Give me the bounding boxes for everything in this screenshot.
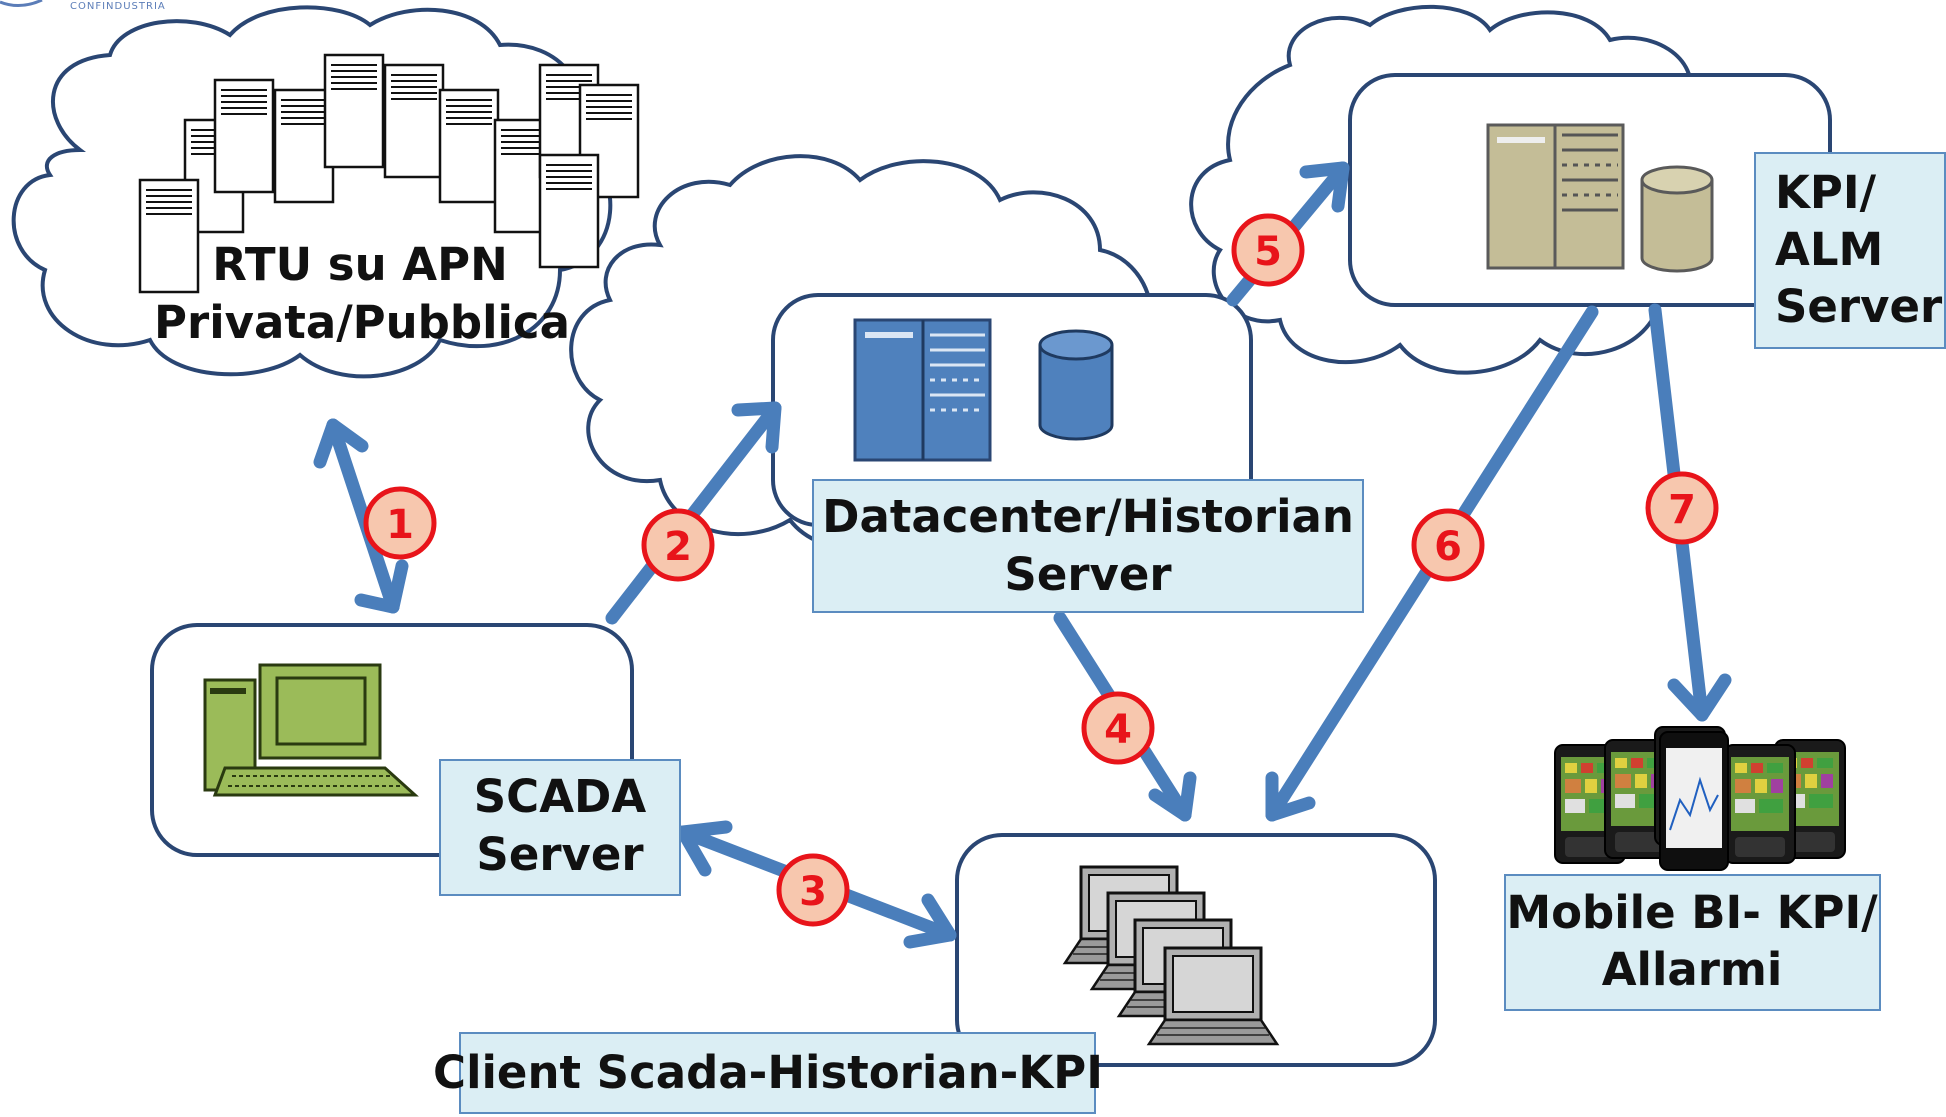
client-label: Client Scada-Historian-KPI bbox=[433, 1032, 1103, 1114]
logo-text: CONFINDUSTRIA bbox=[70, 1, 166, 12]
client-label-line1: Client Scada-Historian-KPI bbox=[433, 1046, 1103, 1099]
badge-3-number: 3 bbox=[799, 869, 827, 915]
badge-1: 1 bbox=[363, 486, 437, 560]
scada-label-line1: SCADA bbox=[474, 770, 647, 823]
kpi-label-line3: Server bbox=[1775, 280, 1943, 333]
kpi-label-line1: KPI/ bbox=[1775, 166, 1877, 219]
badge-5-number: 5 bbox=[1254, 229, 1282, 275]
rtu-label-line1: RTU su APN bbox=[212, 238, 508, 291]
badge-6: 6 bbox=[1411, 508, 1485, 582]
arrow-1 bbox=[313, 418, 409, 614]
historian-database-icon bbox=[1038, 329, 1114, 441]
badge-7: 7 bbox=[1645, 471, 1719, 545]
badge-4: 4 bbox=[1081, 691, 1155, 765]
badge-2: 2 bbox=[641, 508, 715, 582]
badge-3: 3 bbox=[776, 853, 850, 927]
badge-6-number: 6 bbox=[1434, 524, 1462, 570]
badge-4-number: 4 bbox=[1104, 707, 1132, 753]
scada-label: SCADA Server bbox=[439, 759, 681, 896]
badge-5: 5 bbox=[1231, 213, 1305, 287]
rtu-label: RTU su APN Privata/Pubblica bbox=[154, 238, 570, 349]
rtu-label-line2: Privata/Pubblica bbox=[154, 296, 570, 349]
scada-label-line2: Server bbox=[476, 828, 644, 881]
historian-label-line1: Datacenter/Historian bbox=[822, 490, 1354, 543]
kpi-label: KPI/ ALM Server bbox=[1754, 152, 1946, 349]
historian-label: Datacenter/Historian Server bbox=[812, 479, 1364, 613]
logo: CONFINDUSTRIA bbox=[0, 0, 166, 12]
badge-7-number: 7 bbox=[1668, 487, 1696, 533]
kpi-server-icon bbox=[1486, 123, 1625, 270]
historian-label-line2: Server bbox=[1004, 548, 1172, 601]
mobile-label-line2: Allarmi bbox=[1602, 943, 1783, 996]
mobile-label-line1: Mobile BI- KPI/ bbox=[1506, 886, 1878, 939]
badge-2-number: 2 bbox=[664, 524, 692, 570]
scada-computer-icon bbox=[203, 663, 419, 797]
historian-server-icon bbox=[853, 318, 992, 462]
kpi-label-line2: ALM bbox=[1775, 223, 1883, 276]
badge-1-number: 1 bbox=[386, 502, 414, 548]
kpi-database-icon bbox=[1640, 165, 1714, 273]
mobile-phones-icon bbox=[1554, 726, 1846, 871]
mobile-label: Mobile BI- KPI/ Allarmi bbox=[1504, 874, 1881, 1011]
